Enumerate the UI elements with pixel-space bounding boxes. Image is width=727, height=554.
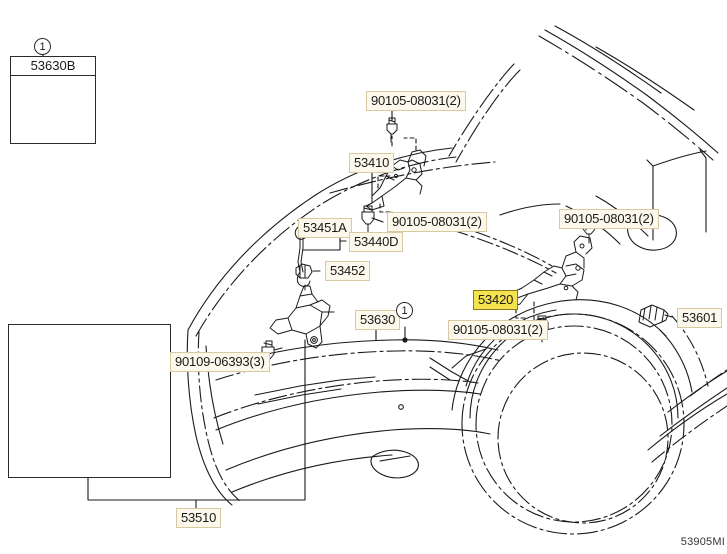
inset-panel-title-bar (10, 56, 96, 76)
callout-53452[interactable]: 53452 (325, 261, 371, 281)
callout-90105-08031-upper-hinge[interactable]: 90105-08031(2) (366, 91, 466, 111)
callout-90105-08031-right-lower[interactable]: 90105-08031(2) (448, 320, 548, 340)
callout-53410[interactable]: 53410 (349, 153, 395, 173)
diagram-corner-code: 53905MI (680, 536, 725, 548)
callout-53440d[interactable]: 53440D (349, 232, 404, 252)
marker-number-hood: 1 (396, 302, 413, 319)
inset-marker-number: 1 (34, 38, 51, 55)
callout-53601[interactable]: 53601 (677, 308, 723, 328)
callout-90105-08031-rod[interactable]: 90105-08031(2) (387, 212, 487, 232)
callout-53451a[interactable]: 53451A (298, 218, 352, 238)
inset-panel-53510 (8, 324, 171, 478)
inset-panel-title: 53630B (30, 58, 76, 73)
callout-53420-highlighted[interactable]: 53420 (473, 290, 519, 310)
callout-90105-08031-right-upper[interactable]: 90105-08031(2) (559, 209, 659, 229)
callout-90109-06393[interactable]: 90109-06393(3) (170, 352, 270, 372)
callout-53630[interactable]: 53630 (355, 310, 401, 330)
callout-53510[interactable]: 53510 (176, 508, 222, 528)
